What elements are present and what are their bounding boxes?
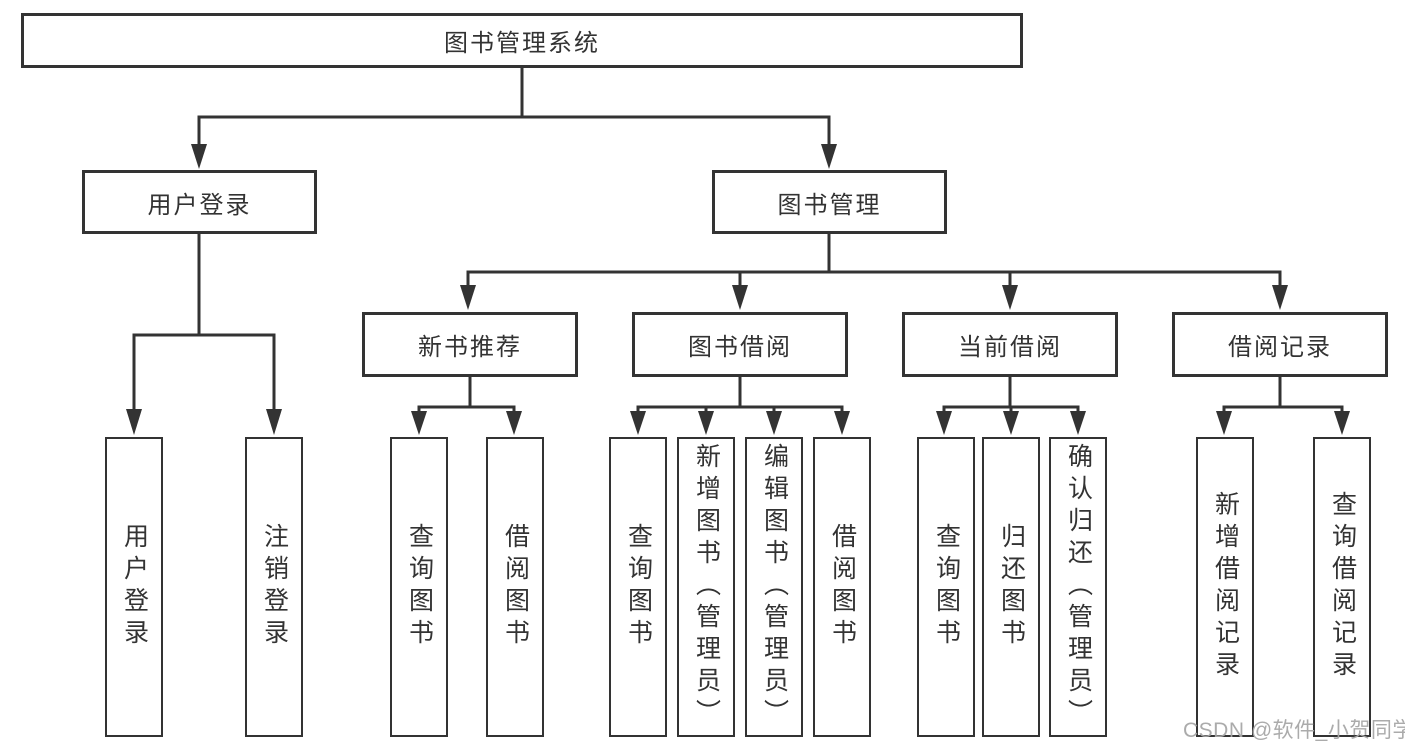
- connector-records-to-leaves: [1216, 375, 1350, 435]
- node-user-login: 用户登录: [82, 170, 317, 234]
- connector-mgmt-to-level3: [460, 232, 1288, 310]
- leaf-logout: 注销登录: [245, 437, 303, 737]
- leaf-edit-books-admin: 编辑图书（管理员）: [745, 437, 803, 737]
- node-book-borrowing: 图书借阅: [632, 312, 848, 377]
- leaf-confirm-return-admin: 确认归还（管理员）: [1049, 437, 1107, 737]
- connector-borrowing-to-leaves: [630, 375, 850, 435]
- connector-root-to-level2: [191, 66, 837, 169]
- node-borrowing-records: 借阅记录: [1172, 312, 1388, 377]
- leaf-borrow-books-borrowing: 借阅图书: [813, 437, 871, 737]
- leaf-borrow-books-recommend: 借阅图书: [486, 437, 544, 737]
- leaf-add-borrow-record: 新增借阅记录: [1196, 437, 1254, 737]
- leaf-query-borrow-record: 查询借阅记录: [1313, 437, 1371, 737]
- connector-login-to-leaves: [126, 232, 282, 435]
- leaf-add-books-admin: 新增图书（管理员）: [677, 437, 735, 737]
- connector-current-to-leaves: [936, 375, 1086, 435]
- leaf-user-login: 用户登录: [105, 437, 163, 737]
- leaf-query-books-borrowing: 查询图书: [609, 437, 667, 737]
- leaf-query-books-current: 查询图书: [917, 437, 975, 737]
- connector-recommend-to-leaves: [411, 375, 522, 435]
- leaf-query-books-recommend: 查询图书: [390, 437, 448, 737]
- node-root: 图书管理系统: [21, 13, 1023, 68]
- node-new-book-recommendation: 新书推荐: [362, 312, 578, 377]
- leaf-return-books: 归还图书: [982, 437, 1040, 737]
- csdn-watermark: CSDN @软件_小贺同学: [1183, 719, 1405, 742]
- node-current-borrowing: 当前借阅: [902, 312, 1118, 377]
- node-book-management: 图书管理: [712, 170, 947, 234]
